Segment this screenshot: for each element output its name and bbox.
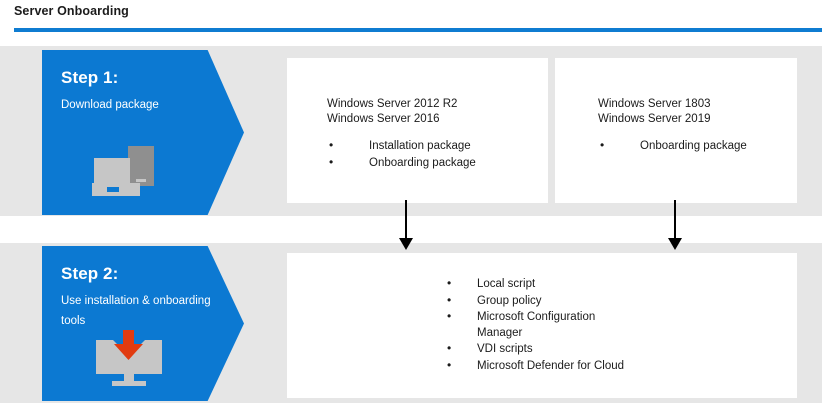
step1-heading: Step 1: — [61, 68, 119, 87]
step1-subtitle: Download package — [61, 99, 159, 111]
list-item: Group policy — [447, 293, 637, 310]
arrow-from-ws2012-to-tools — [398, 200, 414, 250]
card-ws2012-heading-line-1: Windows Server 2012 R2 — [327, 98, 458, 110]
card-ws1803-heading-line-1: Windows Server 1803 — [598, 98, 711, 110]
list-item: Onboarding package — [327, 155, 476, 172]
step1-chevron: Step 1: Download package — [42, 50, 244, 215]
monitor-download-icon — [92, 330, 166, 393]
page-title: Server Onboarding — [14, 4, 129, 18]
card-ws2012-heading-line-2: Windows Server 2016 — [327, 113, 440, 125]
list-item: Installation package — [327, 138, 476, 155]
card-ws1803-heading-line-2: Windows Server 2019 — [598, 113, 711, 125]
list-item: Local script — [447, 276, 637, 293]
list-item: Microsoft Configuration Manager — [447, 309, 637, 341]
card-ws1803-heading: Windows Server 1803 Windows Server 2019 — [598, 97, 711, 127]
step2-chevron: Step 2: Use installation & onboarding to… — [42, 246, 244, 401]
card-windows-server-2012-2016: Windows Server 2012 R2 Windows Server 20… — [287, 58, 548, 203]
title-underline-rule — [14, 28, 822, 32]
card-ws1803-bullet-list: Onboarding package — [598, 138, 747, 156]
list-item: VDI scripts — [447, 341, 637, 358]
card-windows-server-1803-2019: Windows Server 1803 Windows Server 2019 … — [555, 58, 797, 203]
arrow-from-ws1803-to-tools — [667, 200, 683, 250]
card-tools-bullet-list: Local script Group policy Microsoft Conf… — [447, 276, 637, 375]
card-ws2012-heading: Windows Server 2012 R2 Windows Server 20… — [327, 97, 457, 127]
card-onboarding-tools: Local script Group policy Microsoft Conf… — [287, 253, 797, 398]
list-item: Microsoft Defender for Cloud — [447, 358, 637, 375]
step2-heading: Step 2: — [61, 264, 119, 283]
step2-subtitle: Use installation & onboarding tools — [61, 295, 211, 327]
card-ws2012-bullet-list: Installation package Onboarding package — [327, 138, 476, 172]
devices-laptop-phone-icon — [92, 146, 166, 207]
list-item: Onboarding package — [598, 138, 747, 155]
